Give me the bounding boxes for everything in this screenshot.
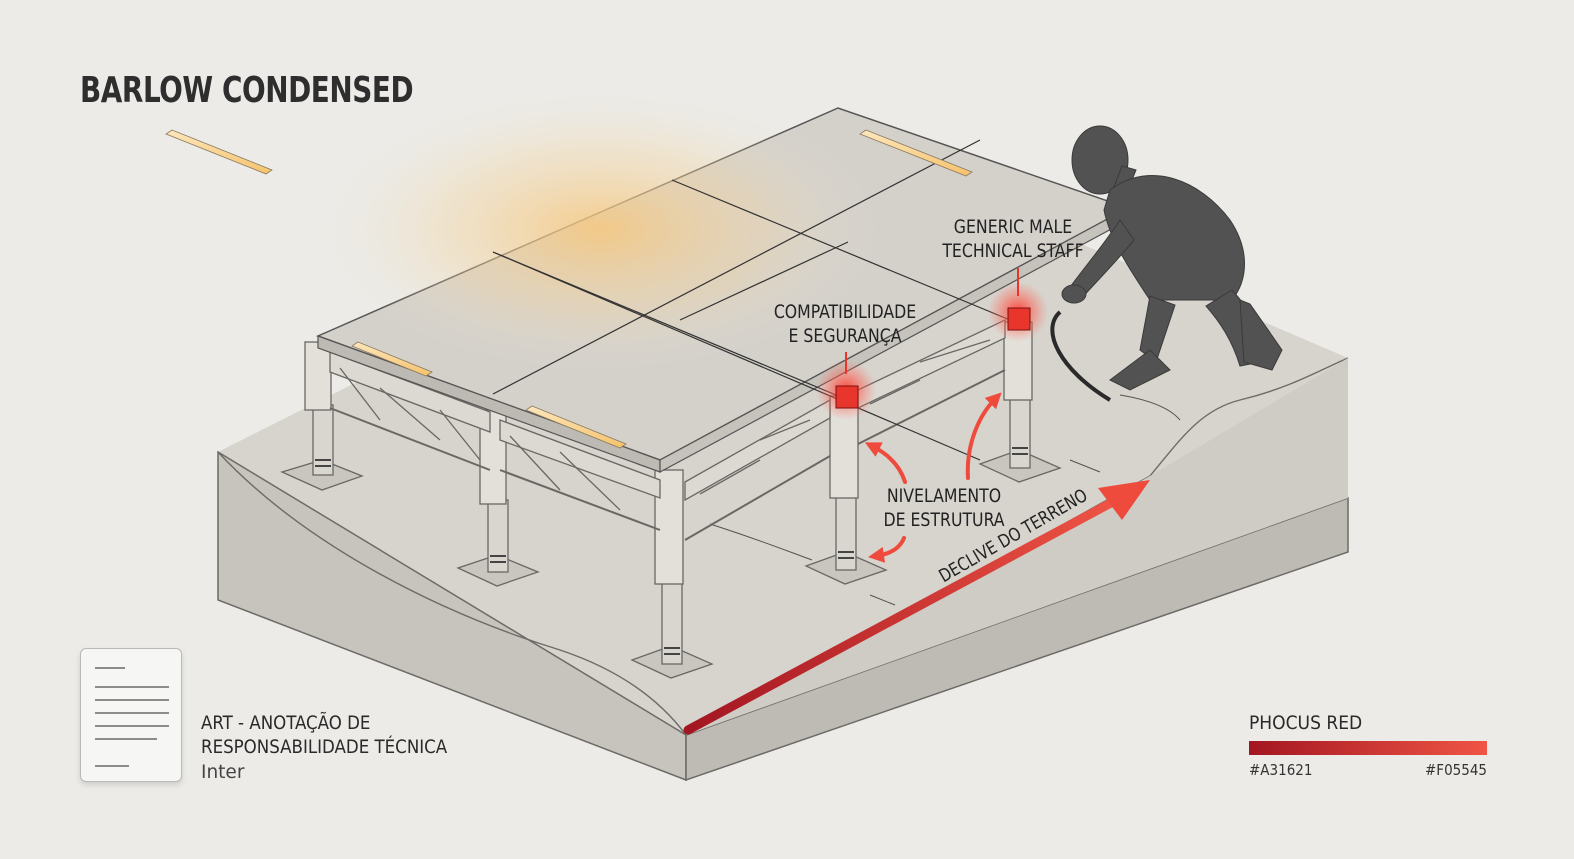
leveling-arrows <box>864 392 1002 563</box>
art-legend-font: Inter <box>201 762 245 783</box>
art-legend-line1: ART - ANOTAÇÃO DE <box>201 713 371 734</box>
truss-frame <box>329 318 1006 541</box>
connection-glows <box>816 268 1048 420</box>
art-legend: ART - ANOTAÇÃO DE RESPONSABILIDADE TÉCNI… <box>201 712 447 786</box>
callout-leveling-line1: NIVELAMENTO <box>886 485 1002 507</box>
stage-deck <box>165 90 1130 474</box>
color-swatch: PHOCUS RED #A31621 #F05545 <box>1249 712 1489 783</box>
callout-technical-staff-line2: TECHNICAL STAFF <box>942 240 1084 262</box>
swatch-gradient-bar <box>1249 741 1487 755</box>
swatch-code-end: #F05545 <box>1425 761 1487 779</box>
callout-technical-staff-line1: GENERIC MALE <box>953 216 1073 238</box>
technician-figure <box>1050 125 1283 402</box>
swatch-name: PHOCUS RED <box>1249 712 1363 734</box>
callout-technical-staff: GENERIC MALE TECHNICAL STAFF <box>926 215 1101 263</box>
callout-compatibility-line1: COMPATIBILIDADE <box>773 301 917 323</box>
swatch-code-start: #A31621 <box>1249 761 1313 779</box>
callout-compatibility: COMPATIBILIDADE E SEGURANÇA <box>758 300 933 348</box>
stage-legs <box>280 321 1062 679</box>
callout-leveling-line2: DE ESTRUTURA <box>883 509 1005 531</box>
art-legend-line2: RESPONSABILIDADE TÉCNICA <box>201 737 448 758</box>
callout-compatibility-line2: E SEGURANÇA <box>788 325 902 347</box>
page-title: BARLOW CONDENSED <box>80 70 414 111</box>
callout-leveling: NIVELAMENTO DE ESTRUTURA <box>863 484 1025 532</box>
slope-arrow <box>683 480 1150 735</box>
document-icon <box>80 648 182 782</box>
